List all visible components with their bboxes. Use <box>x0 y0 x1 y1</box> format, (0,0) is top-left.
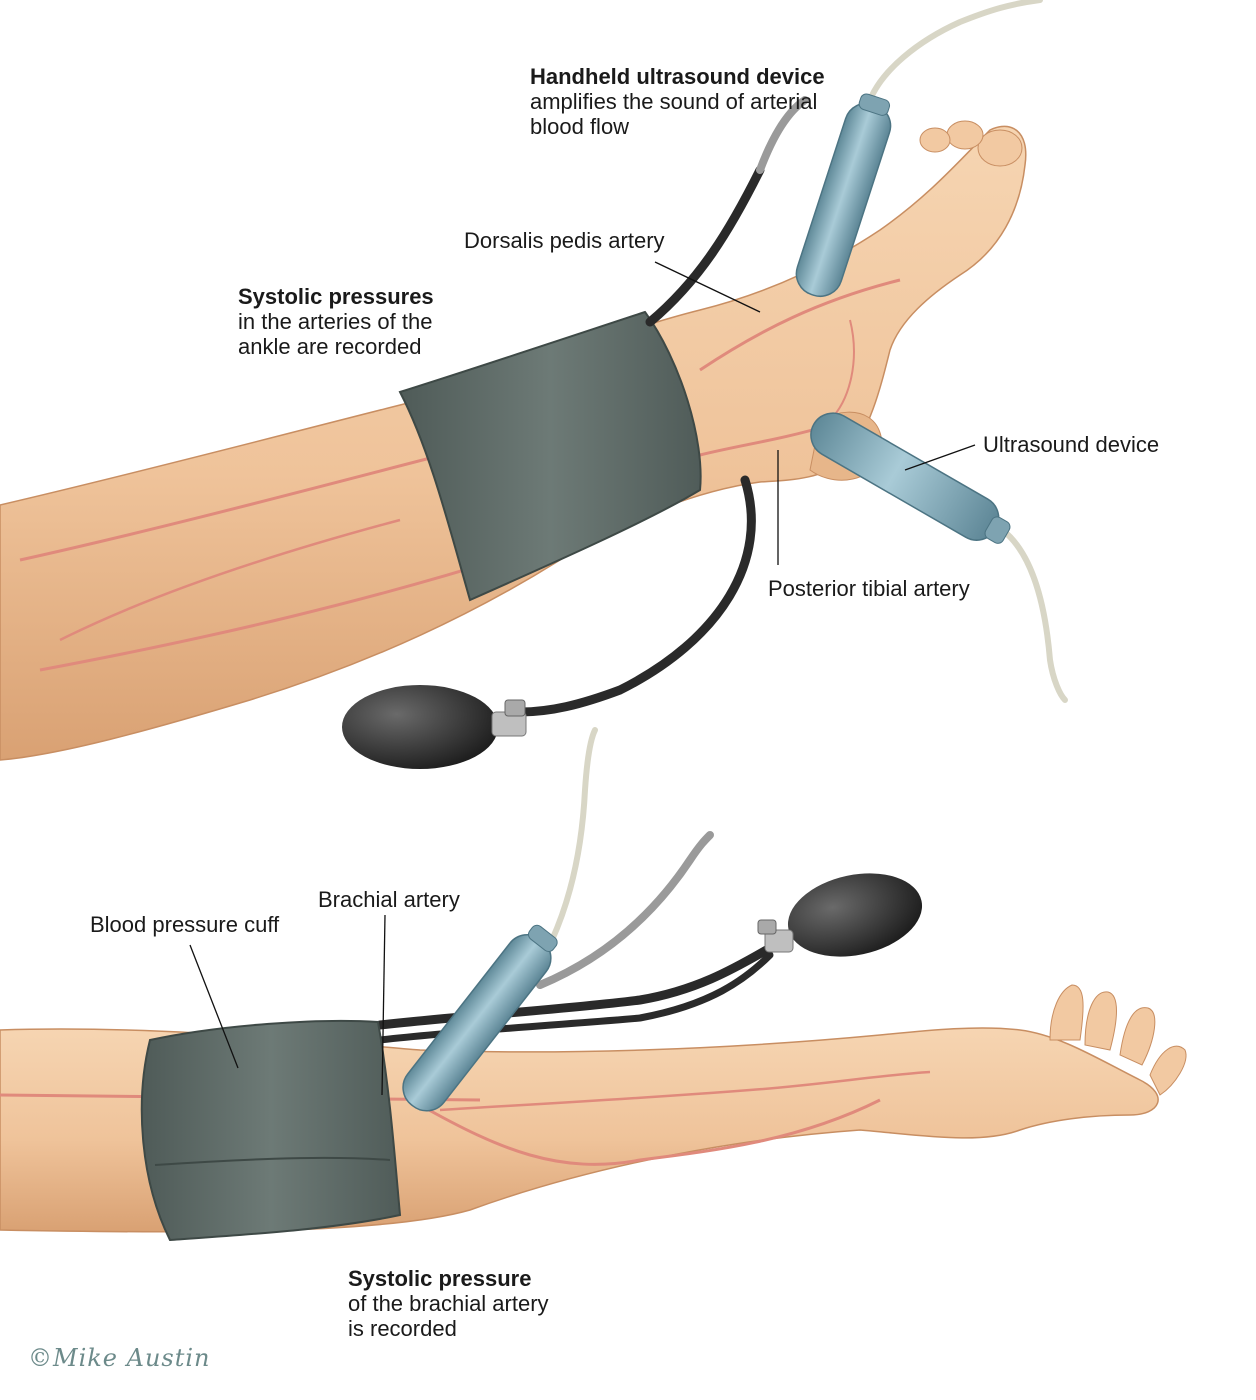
top-ultrasound-probe <box>795 93 892 297</box>
artist-signature: ©Mike Austin <box>28 1344 211 1372</box>
arm-ultrasound-probe <box>402 924 558 1112</box>
systolic-arm-line1: of the brachial artery <box>348 1291 549 1316</box>
handheld-line2: blood flow <box>530 114 630 139</box>
systolic-arm-label: Systolic pressure of the brachial artery… <box>348 1266 549 1341</box>
systolic-arm-title: Systolic pressure <box>348 1266 532 1291</box>
arm-probe-cable <box>549 727 598 943</box>
blood-pressure-cuff-label: Blood pressure cuff <box>90 912 280 937</box>
ultrasound-device-label: Ultrasound device <box>983 432 1160 457</box>
handheld-device-label: Handheld ultrasound device amplifies the… <box>530 64 825 139</box>
arm-inflation-bulb <box>757 873 923 957</box>
handheld-title: Handheld ultrasound device <box>530 64 825 89</box>
leg-gray-tube <box>756 96 809 174</box>
side-ultrasound-probe <box>810 412 1011 544</box>
systolic-ankle-title: Systolic pressures <box>238 284 434 309</box>
posterior-tibial-label: Posterior tibial artery <box>768 576 970 601</box>
systolic-ankle-line1: in the arteries of the <box>238 309 433 334</box>
arm-gray-tube <box>536 831 714 989</box>
leader-lines <box>189 261 976 1096</box>
side-probe-cable <box>992 522 1068 703</box>
leg-inflation-bulb <box>342 685 527 769</box>
leg-bulb-tube <box>515 475 756 717</box>
top-probe-cable <box>865 0 1043 108</box>
systolic-ankle-label: Systolic pressures in the arteries of th… <box>238 284 434 359</box>
leg-cuff <box>398 310 702 602</box>
dorsalis-label: Dorsalis pedis artery <box>464 228 665 253</box>
arm-bulb-tube <box>375 943 775 1030</box>
systolic-ankle-line2: ankle are recorded <box>238 334 422 359</box>
brachial-artery-label: Brachial artery <box>318 887 460 912</box>
handheld-line1: amplifies the sound of arterial <box>530 89 818 114</box>
systolic-arm-line2: is recorded <box>348 1316 457 1341</box>
arm-cuff <box>140 1019 402 1242</box>
leg-cuff-tube <box>645 165 765 327</box>
